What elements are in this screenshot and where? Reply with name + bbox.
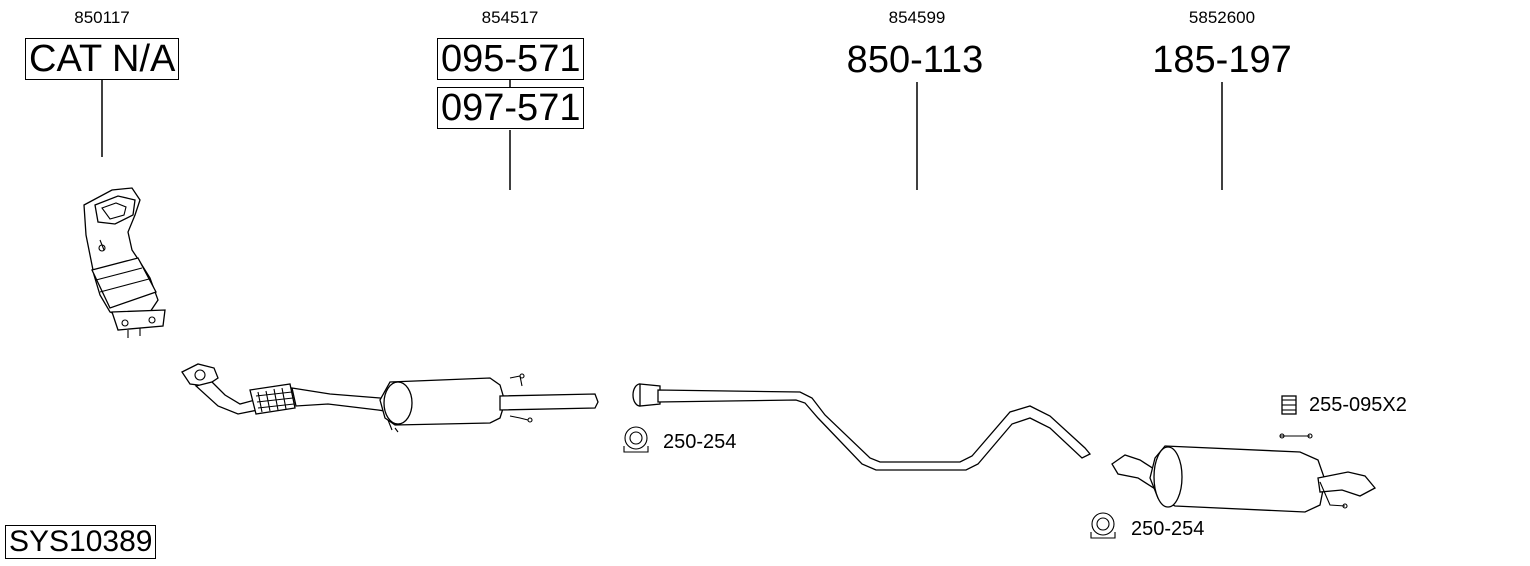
- oem-number-part-3: 854599: [888, 8, 946, 27]
- accessory-label-clamp-1[interactable]: 250-254: [663, 431, 737, 453]
- clamp-icon: [623, 426, 649, 453]
- rear-silencer-drawing: [1111, 433, 1377, 513]
- system-code-box: SYS10389: [5, 525, 157, 559]
- oem-number-part-1: 850117: [74, 8, 130, 27]
- oem-number-part-4: 5852600: [1188, 8, 1256, 27]
- rubber-mount-icon: [1281, 395, 1297, 415]
- part-code-box-2a[interactable]: 095-571: [437, 38, 585, 80]
- front-pipe-drawing: [181, 363, 599, 433]
- clamp-icon: [1090, 512, 1116, 539]
- accessory-label-clamp-2[interactable]: 250-254: [1131, 518, 1205, 540]
- part-code-box-1[interactable]: CAT N/A: [25, 38, 180, 80]
- part-code-box-2b[interactable]: 097-571: [437, 87, 585, 129]
- middle-pipe-drawing: [632, 383, 1092, 471]
- part-code-3[interactable]: 850-113: [846, 39, 984, 81]
- accessory-label-mount[interactable]: 255-095X2: [1309, 394, 1407, 416]
- oem-number-part-2: 854517: [481, 8, 539, 27]
- catalytic-converter-drawing: [83, 187, 166, 338]
- part-code-4[interactable]: 185-197: [1152, 39, 1292, 81]
